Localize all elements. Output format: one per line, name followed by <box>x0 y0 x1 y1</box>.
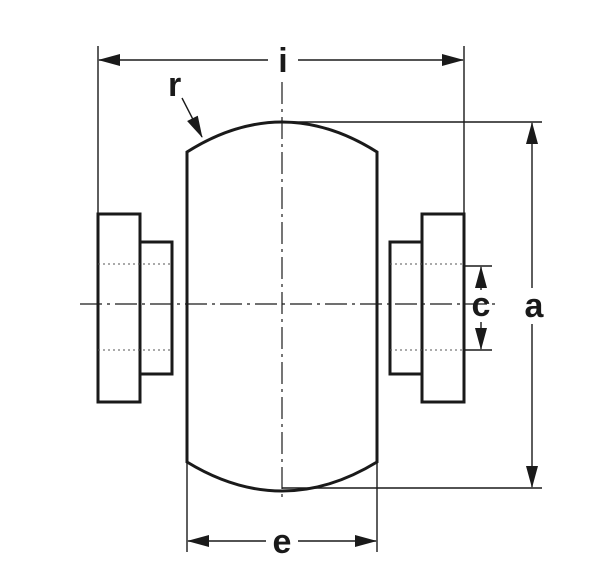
dim-r-leader <box>181 97 203 138</box>
dim-i-label: i <box>278 42 287 80</box>
dim-c-label: c <box>472 286 491 324</box>
left-flange <box>96 212 142 404</box>
dim-a-label: a <box>525 287 545 325</box>
dim-r-label: r <box>168 66 181 104</box>
left-hub <box>138 240 174 376</box>
right-flange <box>420 212 466 404</box>
dim-e-label: e <box>273 523 292 561</box>
right-hub <box>388 240 424 376</box>
